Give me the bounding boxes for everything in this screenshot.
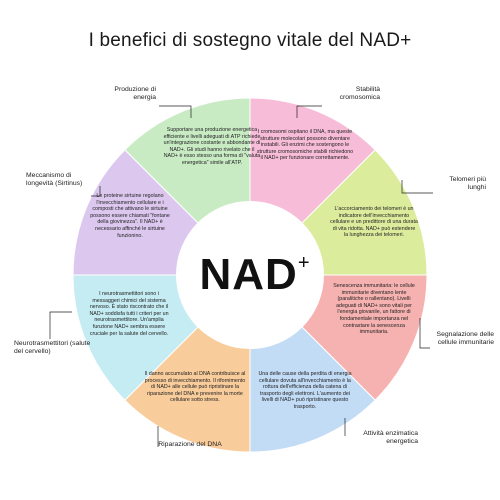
label-enzyme-activity: Attività enzimatica energetica: [363, 430, 418, 445]
segment-text-sirtuins: Le proteine sirtuine regolano l'invecchi…: [90, 193, 170, 239]
label-energy-production: Produzione di energia: [114, 86, 156, 101]
leader-neurotransmitters: [49, 311, 72, 339]
segment-text-enzyme-activity: Una delle cause della perdita di energia…: [258, 371, 352, 410]
leader-chromosome-stability: [296, 105, 322, 118]
leader-energy-production: [159, 105, 192, 118]
leader-sirtuins: [91, 186, 101, 197]
segment-text-chromosome-stability: I cromosomi ospitano il DNA, ma queste s…: [256, 129, 354, 162]
page-title: I benefici di sostegno vitale del NAD+: [88, 30, 412, 51]
label-telomeres: Telomeri più lunghi: [449, 176, 486, 191]
segment-text-energy-production: Supportare una produzione energetica eff…: [163, 127, 261, 166]
segment-text-dna-repair: Il danno accumulato al DNA contribuisce …: [144, 371, 246, 404]
label-chromosome-stability: Stabilità cromosomica: [339, 86, 380, 101]
label-immune-signaling: Segnalazione delle cellule immunitarie: [436, 331, 494, 346]
label-neurotransmitters: Neurotrasmettitori (salute del cervello): [14, 340, 91, 355]
center-circle: [176, 201, 324, 349]
center-label: NAD+: [199, 250, 311, 299]
leader-lines: [49, 105, 433, 447]
leader-immune-signaling: [419, 318, 430, 349]
label-dna-repair: Riparazione del DNA: [158, 441, 222, 448]
label-sirtuins: Meccanismo di longevità (Sirtinus): [26, 172, 83, 187]
segment-text-telomeres: L'accorciamento dei telomeri è un indica…: [330, 206, 418, 239]
segment-text-immune-signaling: Senescenza immunitaria: le cellule immun…: [333, 283, 415, 336]
segment-text-neurotransmitters: I neurotrasmettitori sono i messaggeri c…: [89, 291, 169, 337]
leader-telomeres: [401, 180, 433, 194]
